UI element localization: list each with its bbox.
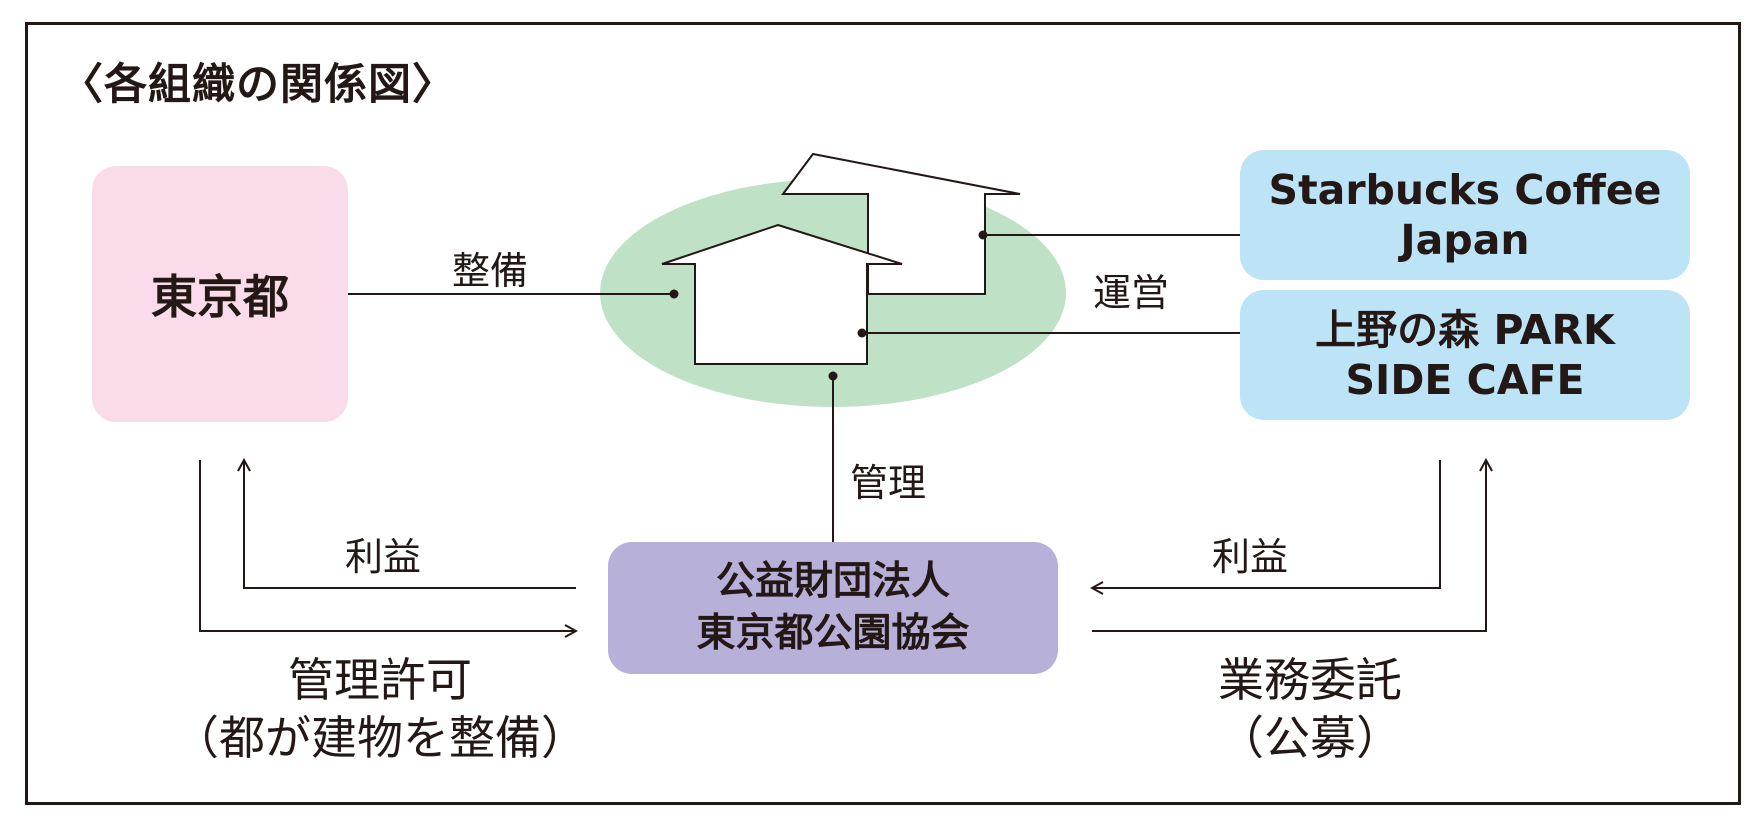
rieki-left-arrow [244,460,576,589]
building-starbucks-shape [781,152,1021,295]
edge-label-kanri: 管理 [850,461,927,505]
edge-label-unei: 運営 [1093,271,1170,315]
unei-dot-starbucks [978,230,988,240]
node-park-cafe-line1: 上野の森 PARK [1315,306,1615,354]
kanri-kyoka-line2: （都が建物を整備） [173,711,587,765]
edge-label-seibi: 整備 [452,249,529,293]
edge-label-gyomu-itaku: 業務委託 （公募） [1160,651,1460,767]
building-park-cafe-shape [661,223,903,365]
node-tokyo-label: 東京都 [151,270,289,324]
gyomu-itaku-arrow [1092,460,1486,632]
kanri-dot [828,371,838,381]
node-starbucks-line1: Starbucks Coffee [1268,166,1662,214]
diagram-frame [25,22,1741,805]
kanri-kyoka-arrow [199,460,576,631]
rieki-right-arrow [1092,460,1441,588]
edge-label-kanri-kyoka: 管理許可 （都が建物を整備） [150,651,610,767]
node-park-cafe-line2: SIDE CAFE [1345,356,1585,404]
edge-label-rieki-right: 利益 [1212,535,1289,579]
gyomu-itaku-line1: 業務委託 [1218,653,1402,707]
node-association-line2: 東京都公園協会 [696,611,970,656]
node-association-line1: 公益財団法人 [715,559,950,604]
seibi-dot [669,289,679,299]
diagram-title: 〈各組織の関係図〉 [60,60,456,110]
node-starbucks: Starbucks Coffee Japan [1240,150,1690,280]
node-starbucks-line2: Japan [1400,216,1530,264]
node-association: 公益財団法人 東京都公園協会 [608,542,1058,674]
edge-label-rieki-left: 利益 [345,535,422,579]
node-tokyo: 東京都 [92,166,348,422]
gyomu-itaku-line2: （公募） [1218,711,1402,765]
unei-dot-park-cafe [857,328,867,338]
node-park-cafe: 上野の森 PARK SIDE CAFE [1240,290,1690,420]
kanri-kyoka-line1: 管理許可 [288,653,472,707]
